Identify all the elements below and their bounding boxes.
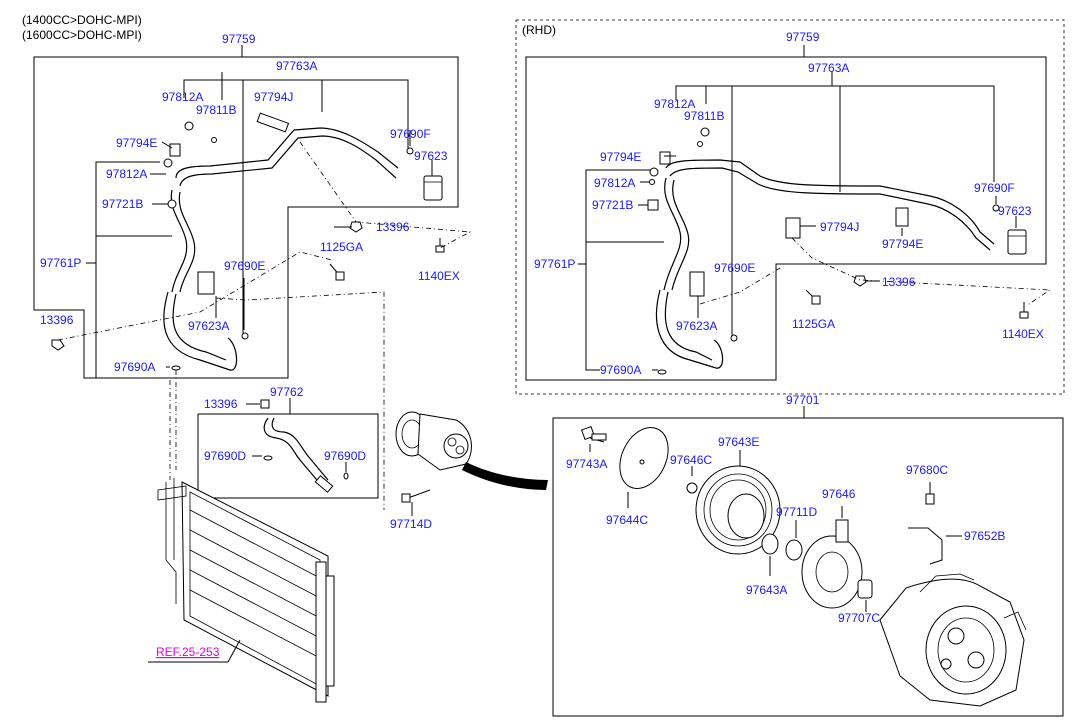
engine-spec-line-1: (1400CC>DOHC-MPI) <box>22 13 142 27</box>
part-label-13396-a: 13396 <box>376 220 410 234</box>
compressor-detail-group <box>552 406 1064 717</box>
rhd-dashed-frame <box>515 19 1065 395</box>
rhd-part-label-97794E-left: 97794E <box>600 150 641 164</box>
part-label-13396-b: 13396 <box>40 313 74 327</box>
rhd-part-label-97794J: 97794J <box>820 220 859 234</box>
rhd-part-label-1125GA: 1125GA <box>792 317 835 331</box>
lhd-pipe-group <box>33 45 472 510</box>
engine-spec-line-2: (1600CC>DOHC-MPI) <box>22 28 142 42</box>
part-label-97762: 97762 <box>270 385 304 399</box>
part-label-97623: 97623 <box>414 149 448 163</box>
part-label-13396-c: 13396 <box>204 397 238 411</box>
rhd-part-label-97794E-right: 97794E <box>882 237 923 251</box>
compressor-small-group <box>395 411 548 516</box>
rhd-part-label-97623: 97623 <box>998 204 1032 218</box>
part-label-97646: 97646 <box>822 487 856 501</box>
part-label-97794J: 97794J <box>254 90 293 104</box>
rhd-part-label-97763A: 97763A <box>808 61 849 75</box>
part-label-97763A: 97763A <box>276 59 317 73</box>
part-label-97743A: 97743A <box>566 457 607 471</box>
part-label-97646C: 97646C <box>670 453 712 467</box>
part-label-97690E: 97690E <box>224 259 265 273</box>
part-label-97811B: 97811B <box>196 103 236 117</box>
part-label-97644C: 97644C <box>606 513 648 527</box>
reference-link[interactable]: REF.25-253 <box>156 645 220 659</box>
rhd-part-label-1140EX: 1140EX <box>1002 327 1044 341</box>
rhd-heading: (RHD) <box>522 23 556 37</box>
part-label-97812A-mid: 97812A <box>106 167 147 181</box>
hose-97762-group <box>197 398 379 499</box>
part-label-97690A: 97690A <box>114 360 155 374</box>
part-label-97623A: 97623A <box>188 319 229 333</box>
rhd-part-label-97812A-top: 97812A <box>654 97 695 111</box>
part-label-1140EX: 1140EX <box>418 269 460 283</box>
rhd-part-label-97761P: 97761P <box>534 257 575 271</box>
part-label-97680C: 97680C <box>906 463 948 477</box>
part-label-97652B: 97652B <box>964 529 1005 543</box>
part-label-97721B: 97721B <box>102 197 143 211</box>
condenser-group <box>148 380 335 703</box>
rhd-part-label-97690F: 97690F <box>974 181 1015 195</box>
part-label-97794E: 97794E <box>116 136 157 150</box>
part-label-97812A-top: 97812A <box>162 90 203 104</box>
part-label-97761P: 97761P <box>40 256 81 270</box>
part-label-97690D-right: 97690D <box>324 449 366 463</box>
rhd-part-label-97812A-mid: 97812A <box>594 176 635 190</box>
part-label-97643E: 97643E <box>718 435 759 449</box>
rhd-part-label-13396: 13396 <box>882 275 916 289</box>
part-label-97711D: 97711D <box>776 505 817 519</box>
part-label-1125GA: 1125GA <box>320 240 363 254</box>
part-label-97714D: 97714D <box>390 517 432 531</box>
rhd-part-label-97690A: 97690A <box>600 363 641 377</box>
part-label-97707C: 97707C <box>838 611 880 625</box>
part-label-97643A: 97643A <box>746 583 787 597</box>
rhd-part-label-97721B: 97721B <box>592 198 633 212</box>
rhd-part-label-97759: 97759 <box>786 30 820 44</box>
part-label-97690F: 97690F <box>390 127 431 141</box>
rhd-pipe-group <box>515 19 1065 395</box>
rhd-part-label-97623A: 97623A <box>676 319 717 333</box>
rhd-part-label-97690E: 97690E <box>714 261 755 275</box>
assembly-label-97701: 97701 <box>786 393 820 407</box>
part-label-97759: 97759 <box>222 32 256 46</box>
part-label-97690D-left: 97690D <box>204 449 246 463</box>
rhd-part-label-97811B: 97811B <box>684 109 724 123</box>
